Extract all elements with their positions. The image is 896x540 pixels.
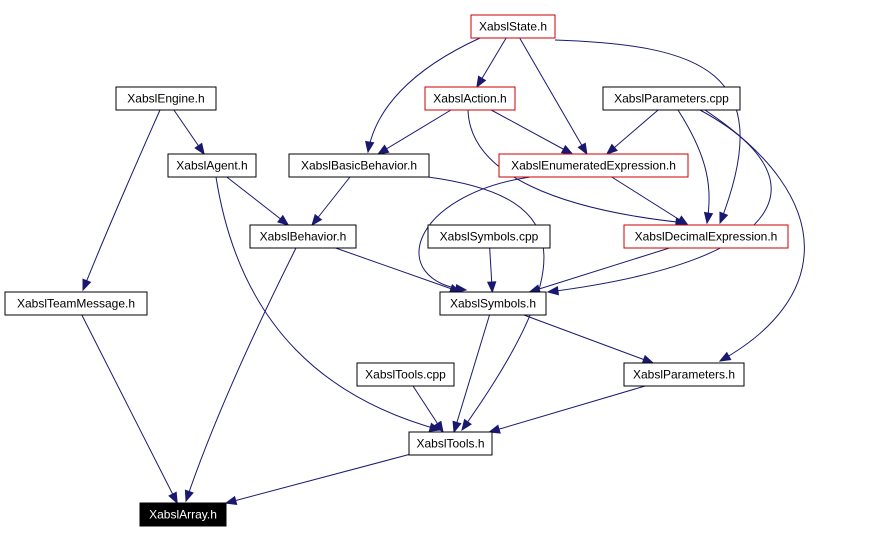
arrowhead-symbols-to-params: [641, 354, 655, 364]
arrowhead-state-to-basic: [365, 140, 375, 154]
arrowhead-action-to-enum: [560, 144, 574, 155]
arrowhead-params_cpp-to-symbols: [546, 285, 560, 296]
node-box-symbols[interactable]: [439, 291, 547, 316]
edge-state-to-basic: [367, 37, 481, 153]
arrowhead-params_cpp-to-params: [718, 351, 732, 362]
node-label-agent: XabslAgent.h: [176, 159, 247, 173]
node-box-tools_cpp[interactable]: [356, 362, 455, 387]
node-box-symbols_cpp[interactable]: [427, 224, 551, 249]
node-engine[interactable]: XabslEngine.h: [115, 86, 217, 111]
edge-enum-to-decimal: [611, 176, 689, 226]
node-label-symbols_cpp: XabslSymbols.cpp: [440, 230, 539, 244]
node-tools_cpp[interactable]: XabslTools.cpp: [356, 362, 455, 387]
node-label-basic: XabslBasicBehavior.h: [301, 159, 417, 173]
arrowhead-tools-to-array: [224, 495, 238, 505]
arrowhead-params_cpp-to-enum: [605, 143, 618, 155]
edge-action-to-decimal: [467, 109, 687, 224]
edge-params-to-tools: [489, 385, 646, 433]
edges-layer: [81, 37, 805, 505]
node-box-behavior[interactable]: [249, 224, 357, 249]
node-symbols[interactable]: XabslSymbols.h: [439, 291, 547, 316]
edge-params_cpp-to-decimal: [677, 109, 710, 224]
node-box-agent[interactable]: [167, 153, 257, 178]
edge-params_cpp-to-symbols: [547, 109, 772, 293]
edge-behavior-to-symbols: [335, 247, 461, 293]
arrowhead-basic-to-tools: [461, 418, 472, 432]
node-box-team[interactable]: [4, 291, 148, 316]
node-tools[interactable]: XabslTools.h: [408, 431, 493, 456]
arrowhead-basic-to-behavior: [311, 213, 323, 227]
arrowhead-tools_cpp-to-tools: [433, 420, 444, 434]
arrowhead-engine-to-agent: [194, 142, 205, 156]
node-box-enum[interactable]: [498, 153, 689, 178]
edge-action-to-enum: [490, 109, 573, 155]
node-state[interactable]: XabslState.h: [470, 14, 556, 39]
edge-params_cpp-to-enum: [606, 109, 659, 155]
node-box-action[interactable]: [424, 86, 516, 111]
edge-engine-to-team: [82, 109, 161, 291]
node-label-team: XabslTeamMessage.h: [17, 297, 135, 311]
node-symbols_cpp[interactable]: XabslSymbols.cpp: [427, 224, 551, 249]
arrowhead-behavior-to-array: [184, 489, 194, 503]
node-label-engine: XabslEngine.h: [127, 92, 204, 106]
node-label-enum: XabslEnumeratedExpression.h: [511, 159, 676, 173]
edge-state-to-enum: [519, 37, 588, 155]
node-box-array[interactable]: [139, 502, 227, 527]
node-basic[interactable]: XabslBasicBehavior.h: [288, 153, 430, 178]
edge-team-to-array: [81, 314, 178, 504]
arrowhead-params-to-tools: [488, 424, 501, 434]
edge-behavior-to-array: [185, 247, 297, 502]
arrowhead-team-to-array: [168, 491, 178, 505]
node-box-state[interactable]: [470, 14, 556, 39]
edge-tools-to-array: [225, 454, 410, 504]
node-box-basic[interactable]: [288, 153, 430, 178]
node-box-decimal[interactable]: [623, 224, 789, 249]
node-behavior[interactable]: XabslBehavior.h: [249, 224, 357, 249]
arrowhead-action-to-basic: [376, 144, 390, 155]
node-label-params: XabslParameters.h: [633, 368, 735, 382]
node-box-engine[interactable]: [115, 86, 217, 111]
arrowhead-params_cpp-to-decimal: [703, 211, 714, 225]
arrowhead-agent-to-behavior: [277, 214, 290, 226]
node-label-array: XabslArray.h: [149, 508, 217, 522]
node-array[interactable]: XabslArray.h: [139, 502, 227, 527]
edge-symbols-to-tools: [453, 314, 490, 433]
node-label-decimal: XabslDecimalExpression.h: [635, 230, 778, 244]
edge-symbols-to-params: [523, 314, 654, 364]
edge-state-to-decimal: [554, 39, 741, 224]
node-action[interactable]: XabslAction.h: [424, 86, 516, 111]
node-label-symbols: XabslSymbols.h: [450, 297, 536, 311]
node-box-tools[interactable]: [408, 431, 493, 456]
node-label-behavior: XabslBehavior.h: [260, 230, 347, 244]
node-label-action: XabslAction.h: [433, 92, 506, 106]
node-params_cpp[interactable]: XabslParameters.cpp: [602, 86, 741, 111]
arrowhead-symbols-to-tools: [452, 420, 462, 434]
edge-params_cpp-to-params: [704, 109, 805, 362]
arrowhead-state-to-enum: [577, 142, 588, 156]
node-team[interactable]: XabslTeamMessage.h: [4, 291, 148, 316]
node-agent[interactable]: XabslAgent.h: [167, 153, 257, 178]
arrowhead-engine-to-team: [82, 278, 92, 292]
arrowhead-enum-to-decimal: [676, 215, 689, 226]
node-enum[interactable]: XabslEnumeratedExpression.h: [498, 153, 689, 178]
node-params[interactable]: XabslParameters.h: [623, 362, 745, 387]
node-box-params[interactable]: [623, 362, 745, 387]
node-box-params_cpp[interactable]: [602, 86, 741, 111]
arrowhead-state-to-decimal: [719, 211, 729, 225]
edge-agent-to-behavior: [226, 176, 289, 226]
node-label-state: XabslState.h: [479, 20, 547, 34]
edge-agent-to-tools: [215, 176, 441, 431]
edge-action-to-basic: [377, 109, 452, 155]
node-label-tools_cpp: XabslTools.cpp: [365, 368, 446, 382]
node-label-tools: XabslTools.h: [416, 437, 484, 451]
node-decimal[interactable]: XabslDecimalExpression.h: [623, 224, 789, 249]
edge-decimal-to-symbols: [529, 247, 670, 293]
arrowhead-symbols_cpp-to-symbols: [486, 281, 497, 294]
node-label-params_cpp: XabslParameters.cpp: [614, 92, 729, 106]
arrowhead-state-to-action: [476, 75, 487, 89]
edge-enum-to-symbols: [418, 176, 531, 291]
